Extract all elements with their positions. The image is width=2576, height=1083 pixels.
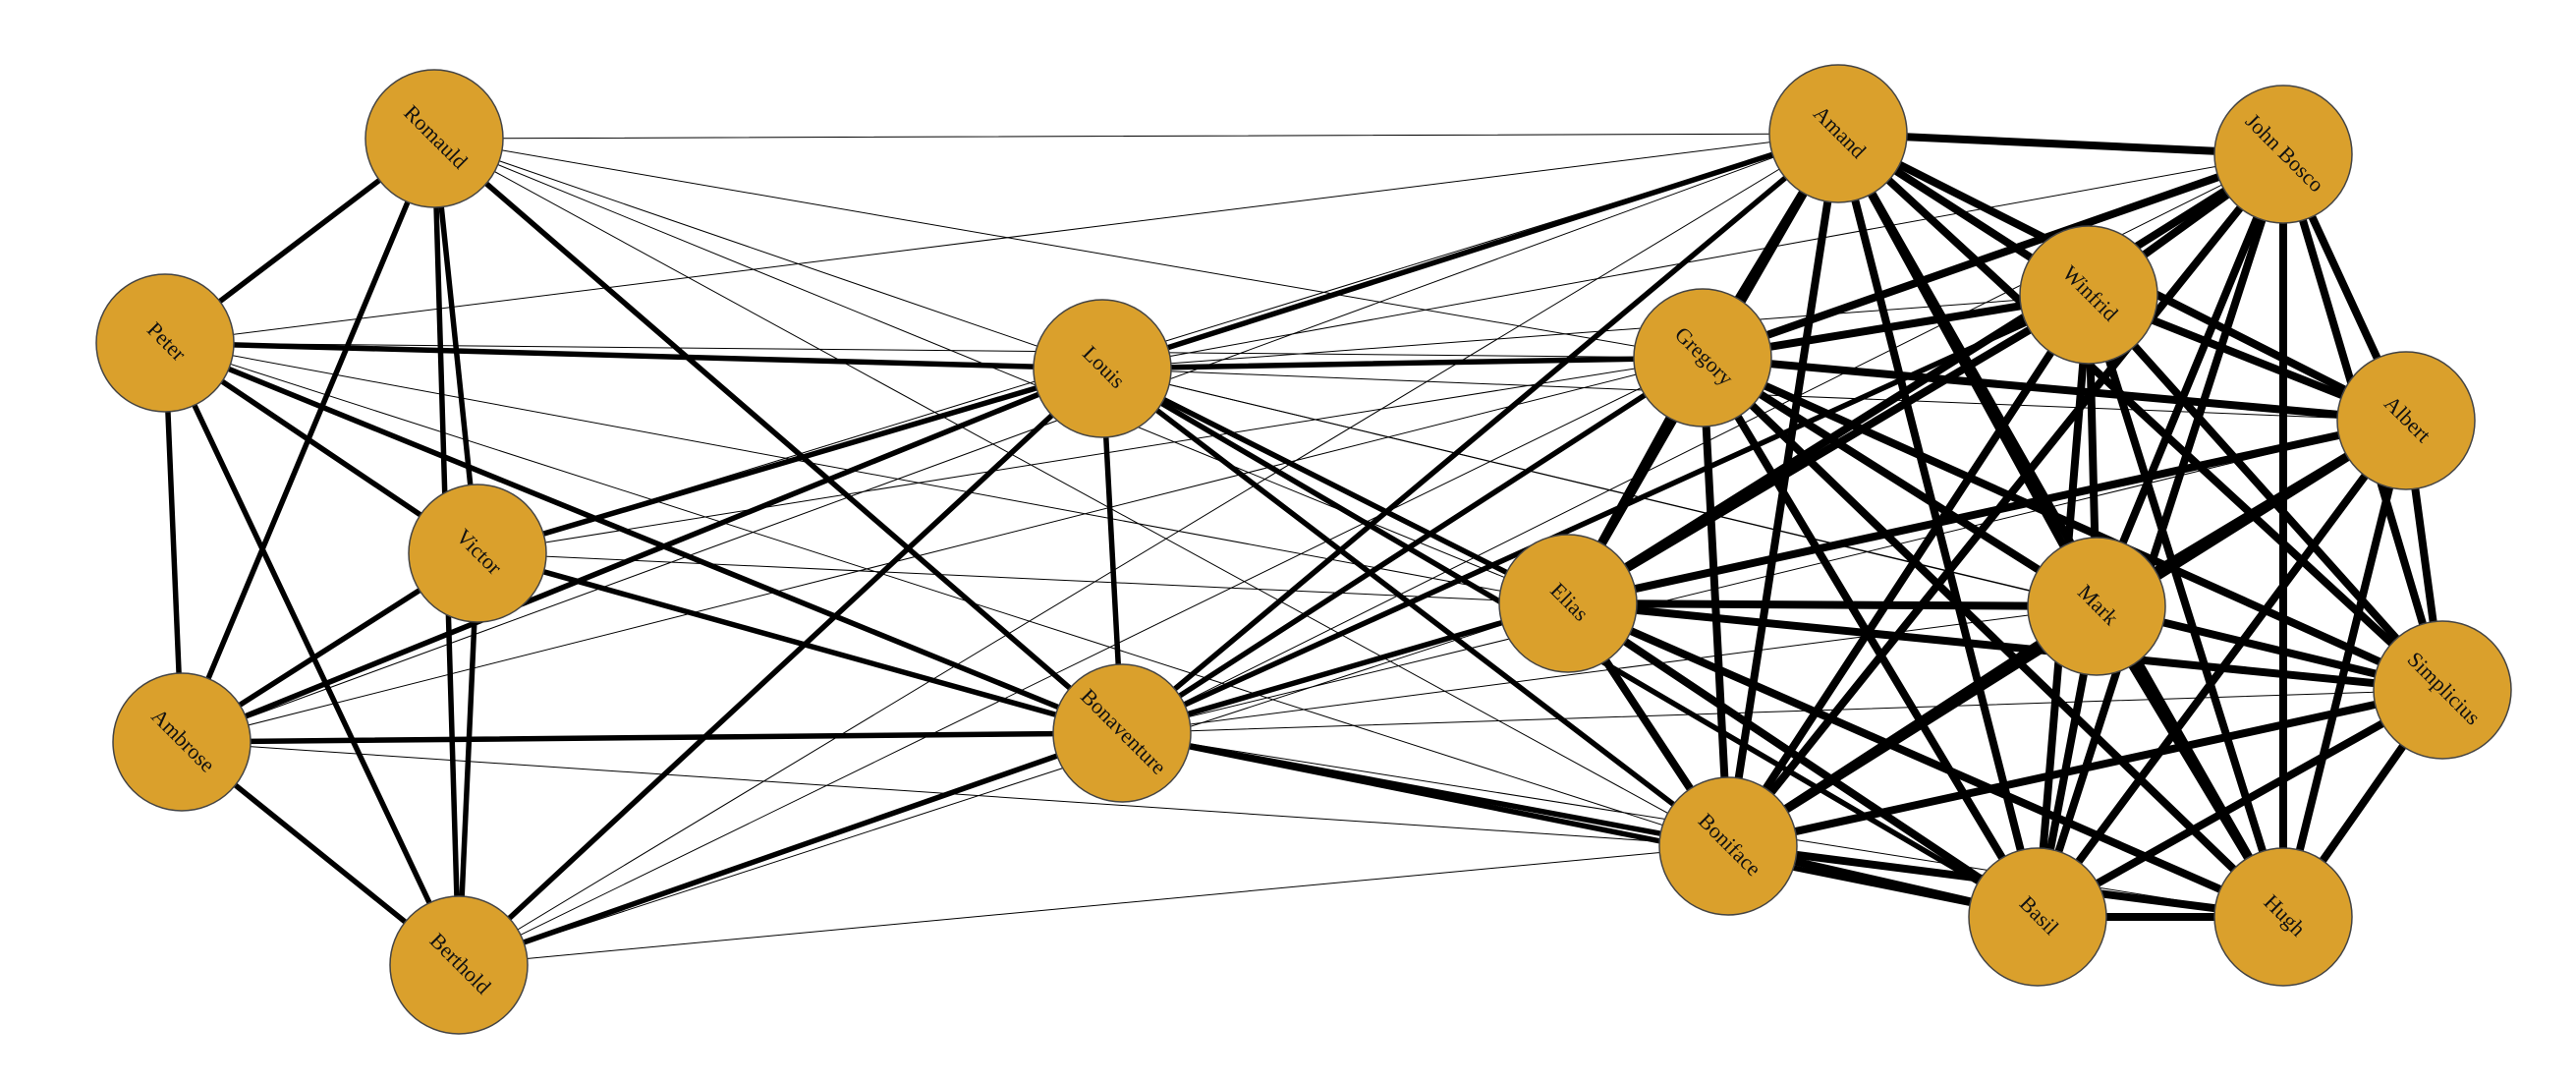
edge-elias-simplicius	[1564, 599, 2446, 694]
edge-peter-louis	[162, 340, 1105, 371]
edge-ambrose-louis	[179, 366, 1105, 745]
edge-bonaventure-amand	[1119, 131, 1841, 736]
edge-peter-berthold	[162, 340, 462, 968]
node-elias[interactable]: Elias	[1498, 534, 1638, 673]
node-circle	[2373, 620, 2512, 760]
edge-peter-elias	[164, 342, 1569, 604]
node-victor[interactable]: Victor	[408, 484, 547, 623]
node-circle	[1033, 299, 1172, 438]
edge-bonaventure-simplicius	[1121, 689, 2443, 734]
node-circle	[408, 484, 547, 623]
edge-john_bosco-gregory	[1699, 150, 2287, 362]
edge-ambrose-amand	[181, 133, 1839, 743]
node-amand[interactable]: Amand	[1768, 64, 1908, 203]
edge-romauld-amand	[433, 133, 1839, 140]
node-circle	[1498, 534, 1638, 673]
node-bonaventure[interactable]: Bonaventure	[1052, 663, 1192, 803]
node-circle	[1052, 663, 1192, 803]
edge-bonaventure-elias	[1119, 600, 1571, 736]
node-winfrid[interactable]: Winfrid	[2019, 225, 2158, 365]
node-berthold[interactable]: Berthold	[389, 895, 529, 1035]
node-romauld[interactable]: Romauld	[364, 69, 504, 208]
edge-elias-mark	[1564, 599, 2100, 610]
edge-romauld-elias	[433, 138, 1569, 604]
node-hugh[interactable]: Hugh	[2213, 847, 2353, 987]
node-circle	[2019, 225, 2158, 365]
edge-berthold-gregory	[458, 357, 1704, 966]
node-basil[interactable]: Basil	[1968, 847, 2107, 987]
edge-gregory-hugh	[1699, 354, 2287, 921]
node-simplicius[interactable]: Simplicius	[2373, 620, 2512, 760]
edge-victor-gregory	[476, 357, 1704, 554]
node-circle	[2336, 351, 2476, 490]
edge-amand-john_bosco	[1834, 130, 2287, 158]
node-circle	[1768, 64, 1908, 203]
node-ambrose[interactable]: Ambrose	[112, 672, 252, 812]
edge-romauld-boniface	[433, 138, 1729, 847]
edge-louis-john_bosco	[1101, 153, 2284, 370]
node-louis[interactable]: Louis	[1033, 299, 1172, 438]
edge-winfrid-elias	[1564, 291, 2093, 607]
edge-amand-simplicius	[1834, 130, 2446, 694]
node-circle	[112, 672, 252, 812]
edge-ambrose-bonaventure	[179, 730, 1125, 745]
edge-berthold-boniface	[458, 845, 1729, 966]
edge-bonaventure-basil	[1119, 730, 2041, 920]
edge-gregory-mark	[1699, 354, 2100, 610]
edge-peter-amand	[164, 133, 1839, 344]
edge-gregory-simplicius	[1699, 354, 2446, 694]
edge-victor-elias	[476, 552, 1569, 604]
edge-victor-bonaventure	[475, 550, 1125, 736]
node-boniface[interactable]: Boniface	[1658, 776, 1798, 916]
edge-berthold-louis	[456, 366, 1105, 968]
edge-john_bosco-boniface	[1724, 150, 2287, 850]
node-circle	[364, 69, 504, 208]
edge-peter-boniface	[164, 342, 1729, 847]
node-circle	[1658, 776, 1798, 916]
edge-simplicius-boniface	[1724, 686, 2446, 850]
edge-victor-louis	[475, 366, 1105, 556]
edge-peter-gregory	[164, 342, 1704, 359]
edge-louis-gregory	[1099, 355, 1706, 371]
edge-albert-elias	[1564, 417, 2410, 607]
edge-mark-boniface	[1724, 602, 2100, 850]
node-circle	[1633, 288, 1772, 428]
edge-bonaventure-albert	[1121, 420, 2407, 734]
edge-gregory-albert	[1699, 354, 2410, 425]
edge-berthold-bonaventure	[456, 730, 1125, 968]
node-circle	[2213, 847, 2353, 987]
edge-louis-winfrid	[1101, 294, 2090, 370]
node-circle	[389, 895, 529, 1035]
node-gregory[interactable]: Gregory	[1633, 288, 1772, 428]
edge-peter-bonaventure	[162, 340, 1125, 736]
edge-louis-boniface	[1099, 366, 1731, 849]
node-circle	[2213, 85, 2353, 224]
edge-bonaventure-winfrid	[1119, 292, 2092, 736]
edge-romauld-gregory	[433, 138, 1704, 359]
edge-gregory-basil	[1699, 354, 2042, 921]
node-peter[interactable]: Peter	[95, 273, 235, 413]
node-john_bosco[interactable]: John Bosco	[2213, 85, 2353, 224]
node-circle	[95, 273, 235, 413]
edge-bonaventure-gregory	[1119, 355, 1706, 736]
edge-romauld-louis	[433, 138, 1103, 370]
edge-simplicius-basil	[2034, 686, 2446, 921]
node-circle	[2027, 537, 2166, 676]
node-circle	[1968, 847, 2107, 987]
edge-ambrose-gregory	[181, 357, 1704, 743]
node-albert[interactable]: Albert	[2336, 351, 2476, 490]
edge-winfrid-simplicius	[2085, 291, 2446, 694]
edge-louis-amand	[1099, 131, 1841, 371]
edge-berthold-elias	[458, 602, 1569, 966]
edge-elias-hugh	[1564, 599, 2287, 921]
edge-berthold-amand	[458, 133, 1839, 966]
node-mark[interactable]: Mark	[2027, 537, 2166, 676]
edge-elias-basil	[1564, 599, 2042, 921]
edge-john_bosco-mark	[2093, 150, 2287, 610]
